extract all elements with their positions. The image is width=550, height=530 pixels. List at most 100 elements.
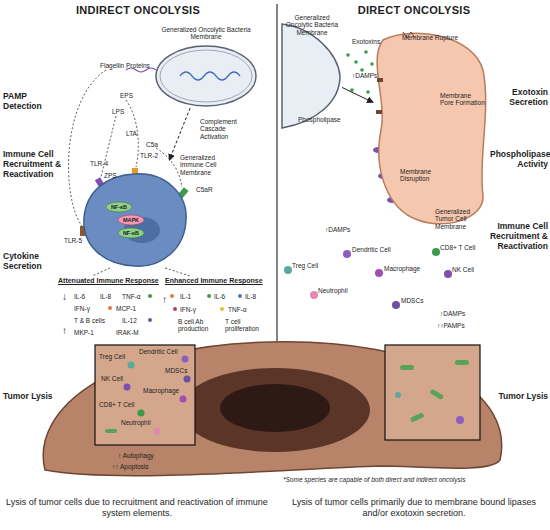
row-label: Cytokine Secretion (3, 252, 58, 272)
nfkb-complex: NF-κB (106, 202, 132, 212)
row-label: Phospholipase Activity (490, 150, 548, 170)
illustration-shape (456, 416, 464, 424)
node-text: NF-κB (118, 230, 144, 236)
callout-label: EPS (120, 92, 133, 99)
row-label: Exotoxin Secretion (490, 88, 548, 108)
node-outline (373, 30, 488, 230)
callout-label: IFN-γ (180, 306, 196, 313)
connector-arrow (342, 87, 373, 102)
node-text: Dendritic Cell (139, 348, 178, 355)
row-label: Immune Cell Recruitment & Reactivation (3, 150, 65, 179)
bacteria-membrane: Generalized Oncolytic Bacteria Membrane (282, 18, 342, 128)
callout-label: ↑DAMPs (325, 226, 350, 233)
callout-label: ↑DAMPs (440, 310, 465, 317)
callout-label: Treg Cell (292, 262, 318, 269)
node-text: Treg Cell (99, 353, 125, 360)
callout-label: Dendritic Cell (352, 246, 391, 253)
node-text: Generalized Immune Cell Membrane (180, 154, 230, 176)
cell-icon (154, 428, 161, 435)
callout-label: IL-8 (245, 293, 256, 300)
illustration-shape (400, 365, 414, 370)
callout-label: IL-8 (100, 293, 111, 300)
illustration-shape (444, 270, 452, 278)
illustration-shape (364, 50, 368, 54)
node-text: MAPK (118, 217, 144, 223)
bacteria-rod (105, 429, 117, 433)
illustration-shape (173, 307, 177, 311)
illustration-shape (310, 291, 318, 299)
callout-label: IFN-γ (74, 305, 90, 312)
illustration-shape (108, 306, 112, 310)
callout-label: IL-12 (122, 317, 137, 324)
callout-label: *Some species are capable of both direct… (283, 476, 465, 483)
connector-arrow (169, 108, 190, 160)
callout-label: IL-6 (214, 293, 225, 300)
node-text: Generalized Oncolytic Bacteria Membrane (150, 26, 262, 41)
callout-label: Phospholipase (298, 116, 341, 123)
callout-label: LPS (112, 108, 124, 115)
callout-label: ZPS (104, 172, 117, 179)
illustration-shape (354, 60, 358, 64)
caption-text: Lysis of tumor cells due to recruitment … (3, 497, 271, 520)
immune-cell-icons (284, 248, 452, 309)
callout-label: Exotoxins (352, 38, 380, 45)
callout-label: ↑ Autophagy (118, 452, 154, 459)
callout-label: C5aR (196, 186, 213, 193)
callout-label: ↑↑PAMPs (437, 322, 465, 329)
row-label: Tumor Lysis (490, 392, 548, 402)
membrane-pore (377, 78, 383, 82)
callout-label: T & B cells (74, 317, 105, 324)
pamp-leader-lines (69, 70, 190, 276)
illustration-shape (410, 412, 425, 422)
illustration-shape (238, 294, 242, 298)
illustration-shape (92, 268, 110, 276)
illustration-shape (148, 318, 152, 322)
callout-label: TLR-5 (64, 237, 82, 244)
illustration-shape (165, 268, 190, 276)
callout-label: C5a (146, 141, 158, 148)
illustration-shape (360, 68, 364, 72)
immune-cell: Generalized Immune Cell MembraneNF-κBMAP… (80, 160, 215, 270)
node-text: Generalized Tumor Cell Membrane (435, 208, 487, 230)
panel-heading: INDIRECT ONCOLYSIS (0, 4, 276, 17)
callout-label: IL-1 (180, 293, 191, 300)
row-label: Immune Cell Recruitment & Reactivation (486, 222, 548, 251)
cell-icon (124, 384, 131, 391)
left-panel: INDIRECT ONCOLYSIS Generalized Oncolytic … (0, 0, 276, 490)
row-label: Tumor Lysis (3, 392, 53, 402)
exotoxin-dots (346, 50, 382, 94)
callout-label: Complement Cascade Activation (200, 118, 255, 140)
callout-label: IRAK-M (116, 329, 139, 336)
node-text: CD8+ T Cell (99, 401, 134, 408)
node-text: NK Cell (101, 375, 123, 382)
complex-shape (118, 228, 144, 238)
callout-label: B cell Ab production (178, 318, 218, 333)
callout-label: Membrane Rupture (402, 34, 458, 41)
bacteria-membrane: Generalized Oncolytic Bacteria Membrane (150, 28, 262, 108)
membrane-outer (156, 46, 256, 106)
mapk-complex: MAPK (118, 215, 144, 225)
callout-label: IL-6 (74, 293, 85, 300)
caption-text: Lysis of tumor cells primarily due to me… (280, 497, 548, 520)
illustration-shape (350, 88, 354, 92)
illustration-shape (343, 250, 351, 258)
callout-label: LTA (126, 130, 137, 137)
callout-label: NK Cell (452, 266, 474, 273)
illustration-shape (170, 294, 174, 298)
illustration-shape (346, 53, 350, 57)
callout-label: Attenuated Immune Response (58, 277, 159, 285)
nfkb-complex: NF-κB (118, 228, 144, 238)
callout-label: MCP-1 (116, 305, 136, 312)
callout-label: TLR-4 (90, 160, 108, 167)
illustration-shape (432, 248, 440, 256)
illustration-shape (220, 307, 224, 311)
node-text: Neutrophil (121, 419, 151, 426)
callout-label: CD8+ T Cell (440, 244, 475, 251)
tumor-core (180, 368, 370, 452)
callout-label: TNF-α (122, 293, 141, 300)
illustration-shape (101, 116, 116, 177)
illustration-shape (366, 90, 370, 94)
node-text: MDSCs (165, 367, 187, 374)
